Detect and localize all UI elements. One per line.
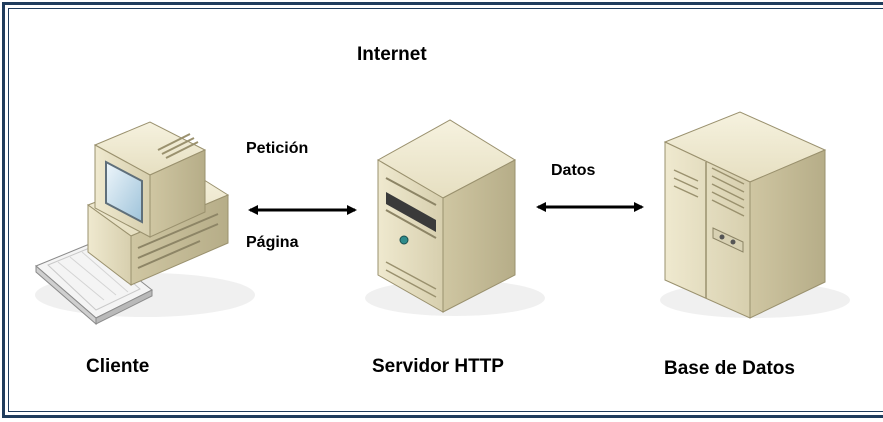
inner-frame [8, 8, 883, 412]
data-label: Datos [551, 162, 596, 179]
database-server-icon [660, 111, 850, 319]
request-label: Petición [246, 140, 309, 157]
server-label: Servidor HTTP [372, 356, 504, 377]
diagram-title: Internet [357, 44, 427, 65]
page-label: Página [246, 234, 299, 251]
client-computer-icon [35, 121, 255, 326]
database-label: Base de Datos [664, 358, 795, 379]
client-label: Cliente [86, 356, 150, 377]
http-server-icon [365, 119, 545, 316]
